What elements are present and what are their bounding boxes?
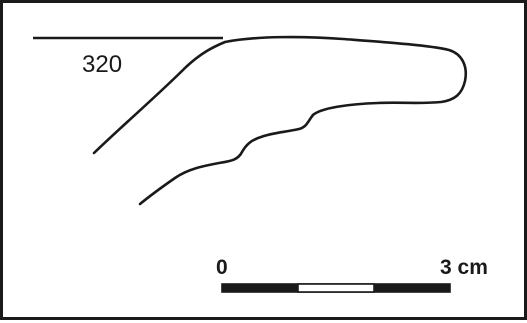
sherd-profile-drawing [33, 35, 468, 293]
scale-end-label: 3 cm [440, 256, 488, 279]
profile-inner-contour [138, 113, 315, 206]
scale-bar-segment-2 [297, 283, 375, 293]
sample-number-label: 320 [82, 51, 123, 78]
scale-bar-segment-3 [374, 284, 450, 292]
scale-start-label: 0 [216, 256, 228, 279]
profile-outer-contour [92, 35, 468, 155]
scale-bar-segment-1 [222, 284, 298, 292]
